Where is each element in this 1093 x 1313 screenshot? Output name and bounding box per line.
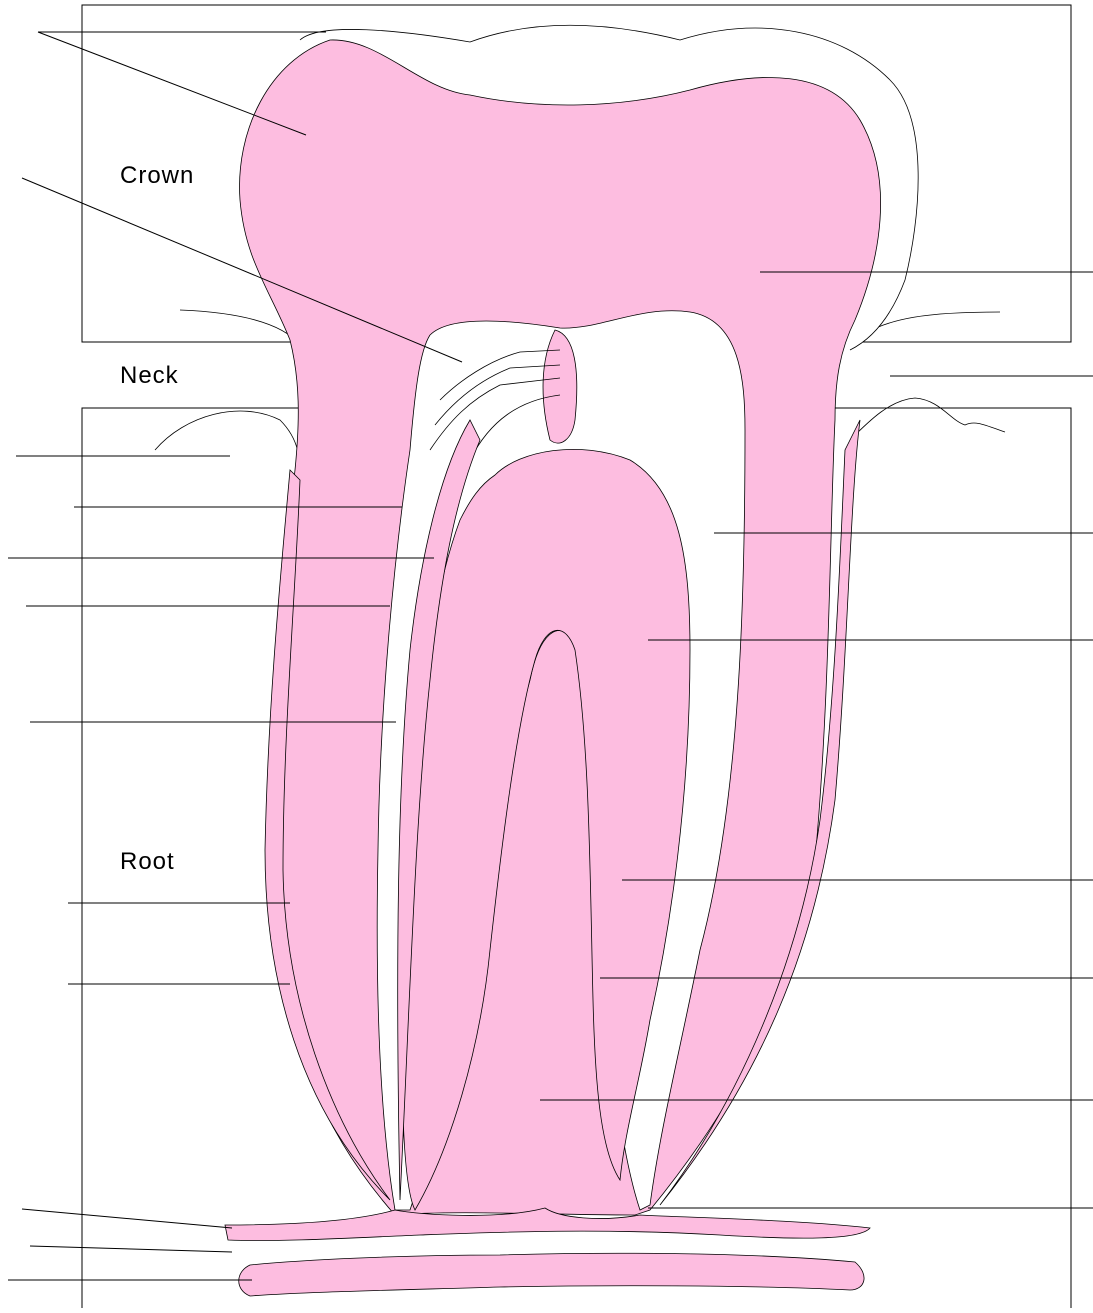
nerve-bundle (543, 330, 577, 443)
leader-left-9 (30, 1246, 232, 1252)
jaw-band-top (225, 1208, 870, 1241)
neck-label: Neck (120, 362, 179, 390)
jaw-band-bottom (239, 1253, 864, 1296)
leader-left-8 (22, 1209, 232, 1228)
root-label: Root (120, 848, 175, 876)
gum-left-outline (155, 310, 300, 480)
tooth (155, 25, 1005, 1296)
crown-label: Crown (120, 162, 194, 190)
